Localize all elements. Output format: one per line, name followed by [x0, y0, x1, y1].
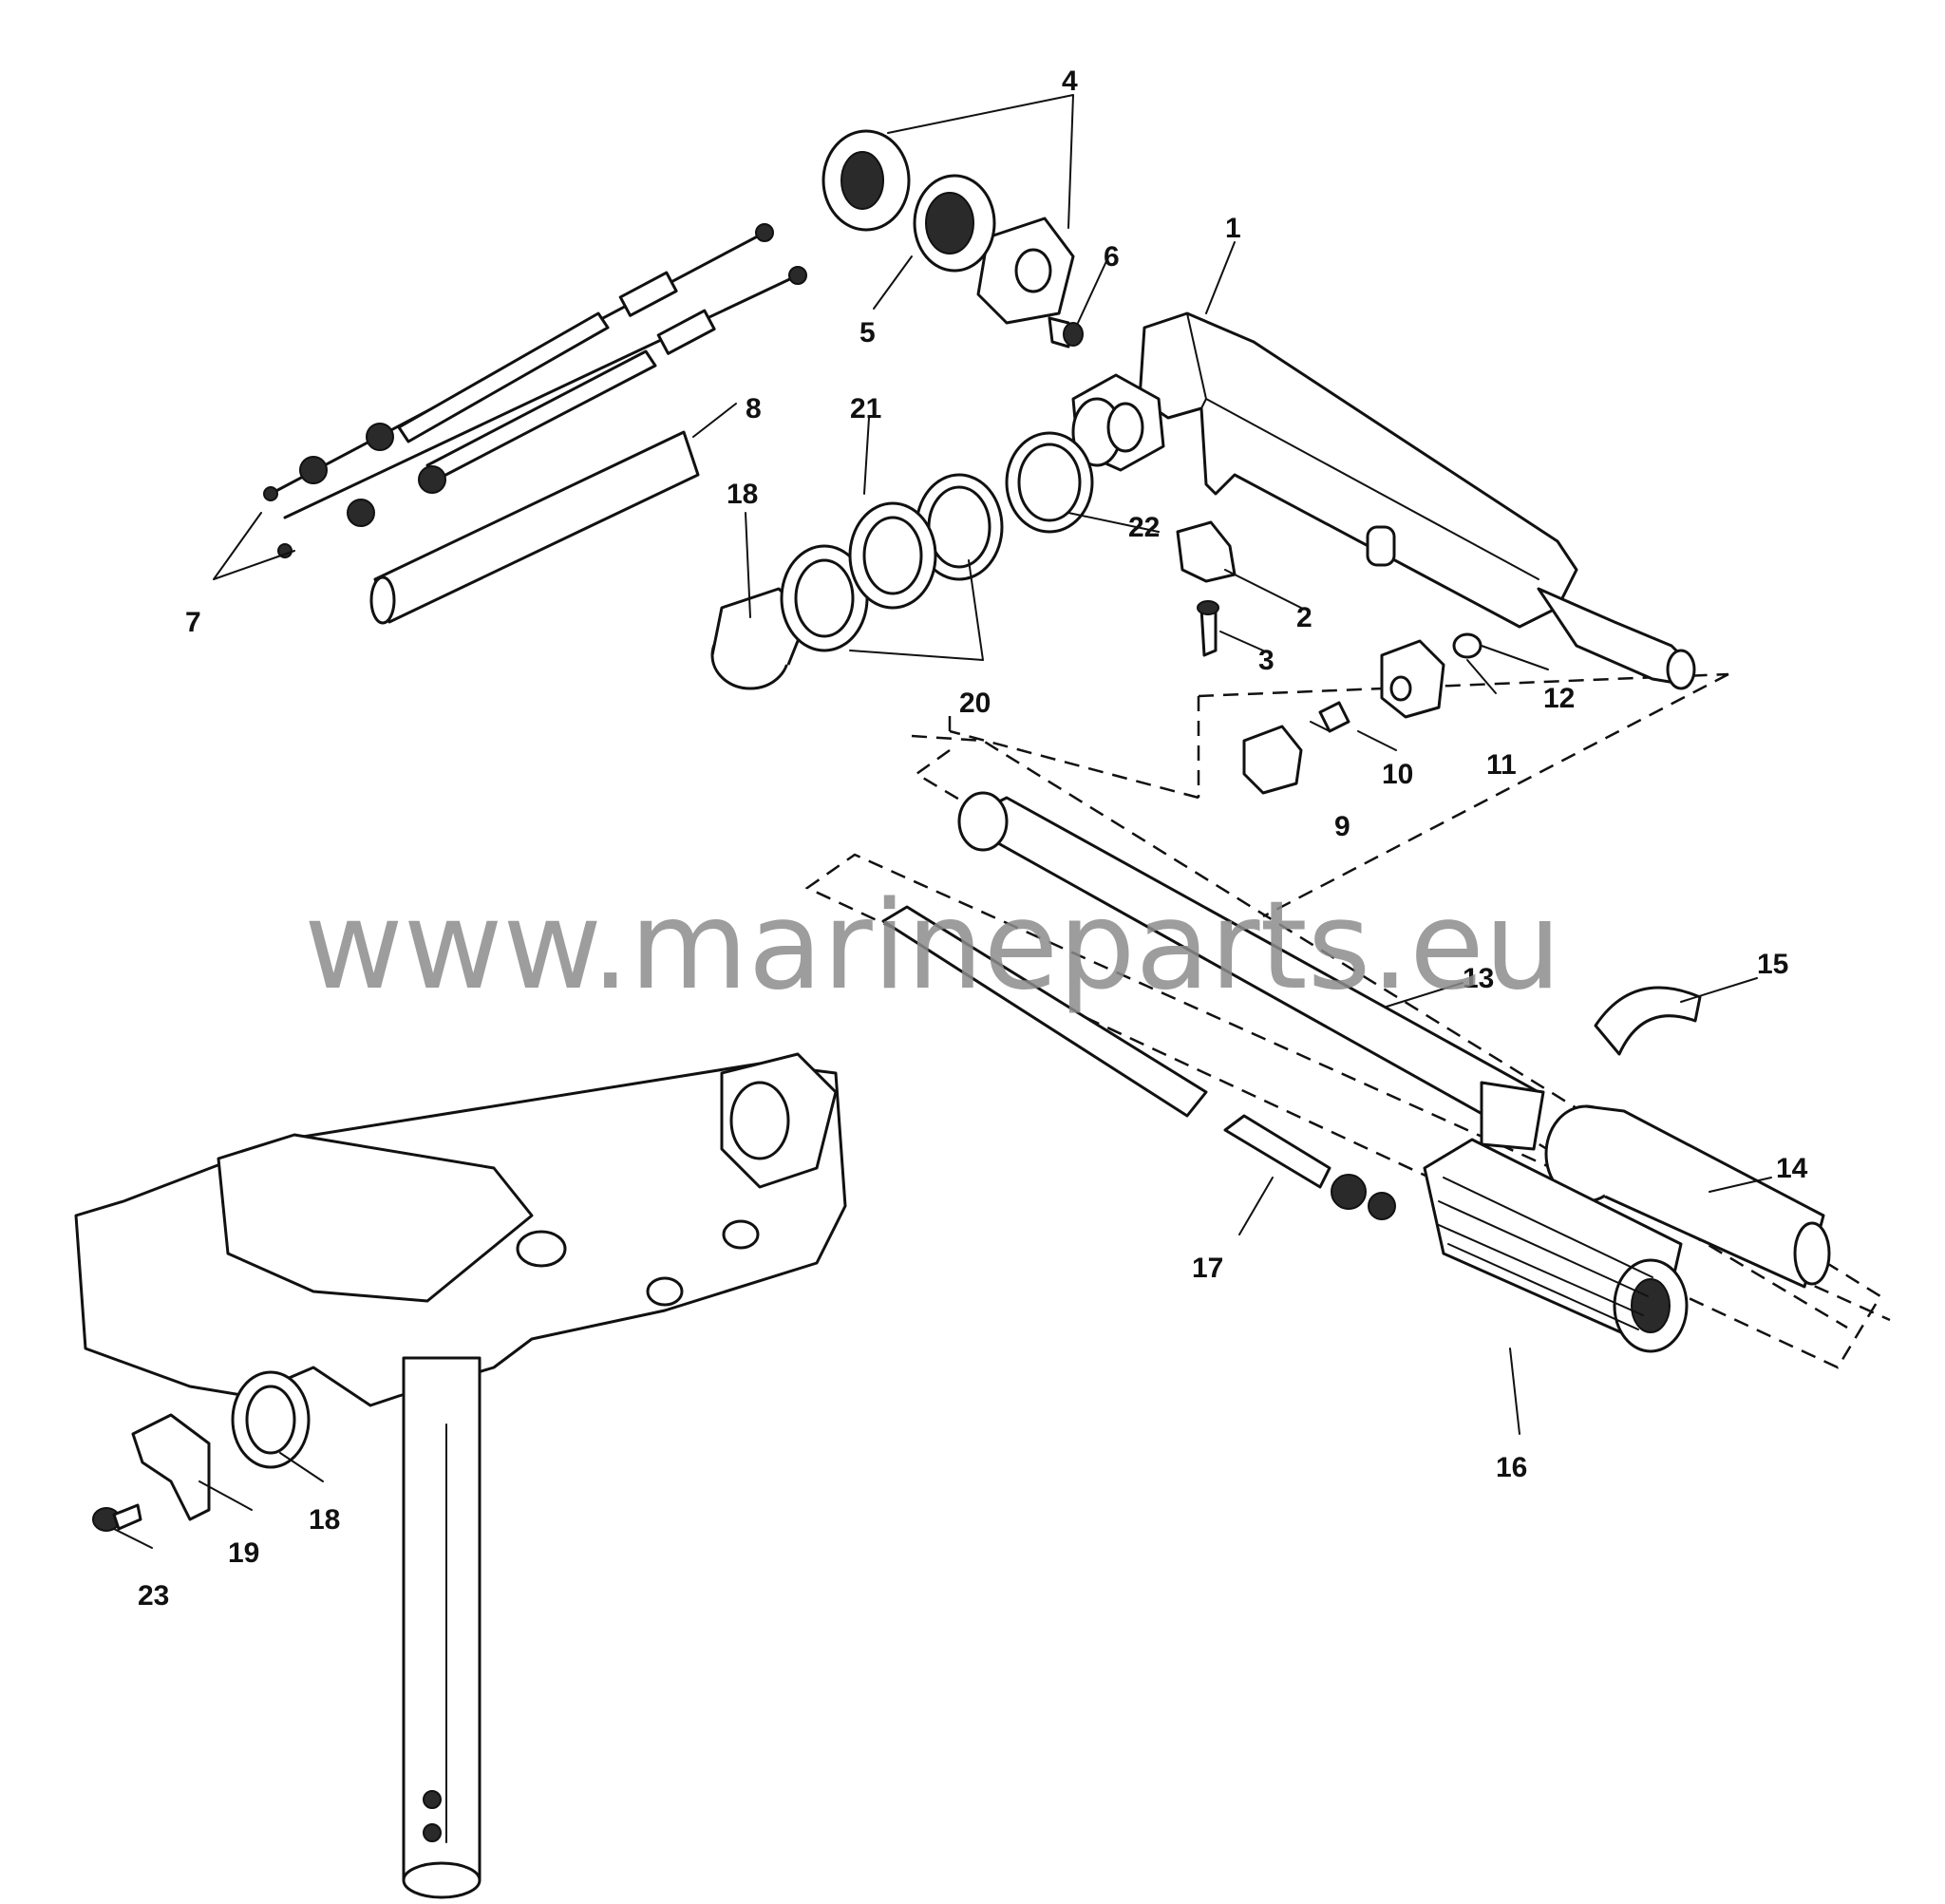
friction-plate-assembly	[821, 129, 1075, 325]
callout-7: 7	[185, 607, 201, 638]
callout-12: 12	[1543, 683, 1575, 714]
callout-15: 15	[1757, 949, 1788, 980]
cable-sleeve	[369, 430, 700, 625]
callout-1: 1	[1225, 213, 1241, 244]
drive-gear	[913, 174, 996, 273]
cable-holder	[1242, 725, 1303, 795]
callout-19: 19	[228, 1537, 259, 1569]
assembly-dashed-outline-lower	[914, 748, 1848, 1329]
retaining-clip	[1594, 986, 1702, 1056]
stopper-plate	[131, 1413, 211, 1521]
nut	[1452, 632, 1482, 659]
callout-14: 14	[1776, 1153, 1808, 1184]
throttle-shaft	[957, 791, 1545, 1151]
watermark-text: www.marineparts.eu	[304, 876, 1561, 1017]
callout-9: 9	[1334, 811, 1350, 842]
wave-washers	[780, 473, 1004, 652]
bolt	[1048, 316, 1084, 349]
throttle-grip-core	[1544, 1104, 1831, 1289]
callout-11: 11	[1486, 749, 1517, 781]
callout-3: 3	[1258, 645, 1275, 676]
plate-screw	[92, 1503, 142, 1532]
seal-ring	[1005, 431, 1094, 534]
screw	[1197, 600, 1219, 657]
callout-21: 20	[959, 688, 991, 719]
leader-lines	[113, 94, 1772, 1549]
callout-4: 4	[1062, 66, 1078, 97]
bushing-lower	[231, 1370, 311, 1469]
callout-5: 5	[859, 317, 876, 349]
spring	[1318, 701, 1350, 733]
callout-17: 17	[1192, 1253, 1223, 1284]
callout-20: 23	[138, 1580, 169, 1612]
adjusting-block	[1380, 639, 1445, 719]
callout-10: 10	[1382, 759, 1413, 790]
callout-22: 21	[850, 393, 881, 424]
callout-6: 6	[1104, 241, 1120, 273]
callout-labels: 4 1 6 5 8 21 18 22 2 7 3 12 20 11 10 9 1…	[138, 66, 1808, 1612]
callout-8: 8	[746, 393, 762, 424]
steering-bracket	[74, 1052, 847, 1899]
callout-23: 22	[1128, 512, 1160, 543]
bracket	[1176, 520, 1237, 583]
tiller-arm-housing	[1071, 311, 1696, 690]
shift-cable	[881, 905, 1396, 1220]
throttle-cables	[263, 223, 807, 558]
lock-ring	[848, 501, 937, 610]
callout-18-lower: 18	[309, 1504, 340, 1536]
callout-16: 16	[1496, 1452, 1527, 1483]
callout-18-upper: 18	[727, 479, 758, 510]
throttle-grip	[1423, 1138, 1689, 1353]
assembly-dashed-outline-upper	[804, 672, 1891, 1369]
callout-2: 2	[1296, 602, 1312, 633]
callout-13: 13	[1463, 963, 1494, 994]
